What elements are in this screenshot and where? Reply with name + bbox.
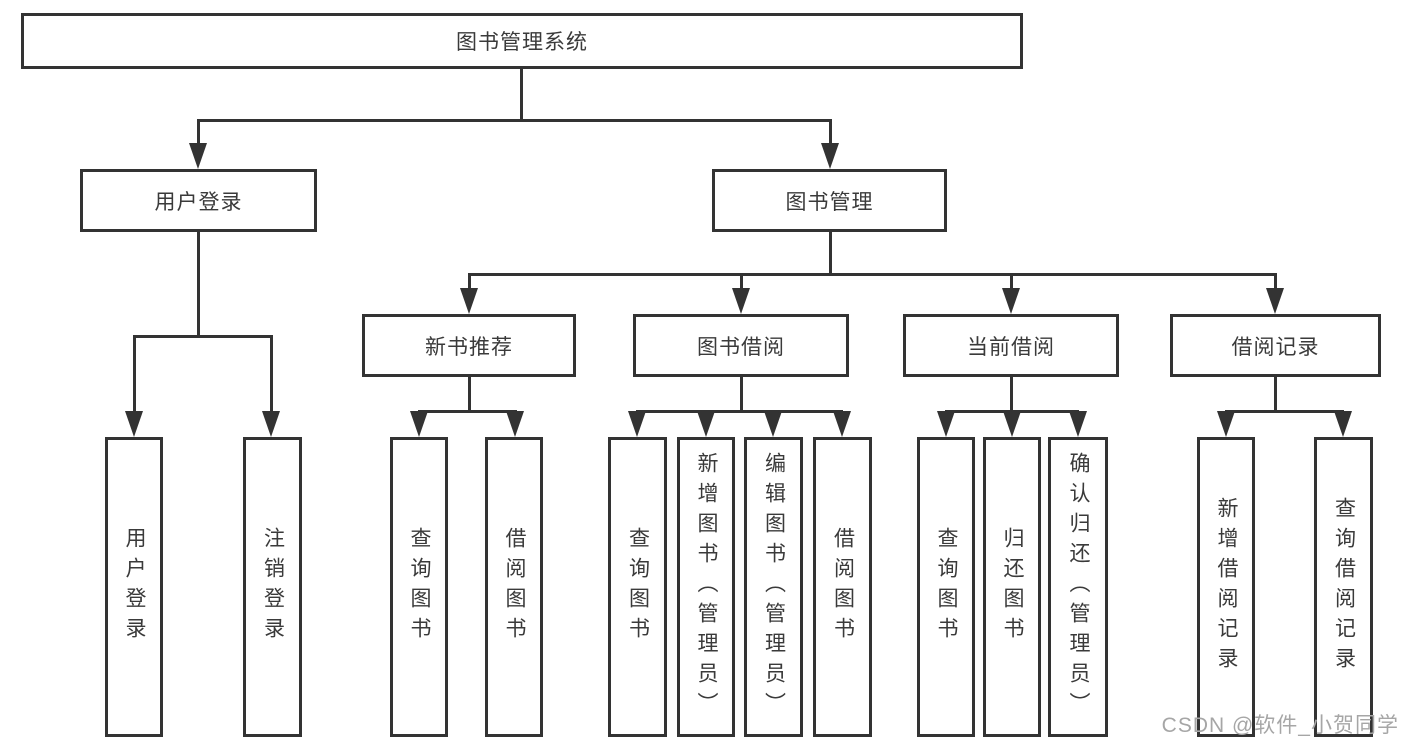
arrow-down-icon [1334,411,1352,437]
arrow-down-icon [821,143,839,169]
node-label: 图书管理系统 [456,31,588,54]
arrow-down-icon [833,411,851,437]
leaf-borrow-query-books: 查询图书 [608,437,667,737]
arrow-down-icon [506,411,524,437]
arrow-down-icon [1003,411,1021,437]
arrow-down-icon [764,411,782,437]
node-book-management: 图书管理 [712,169,947,232]
connector-segment [197,119,200,143]
connector-segment [133,335,273,338]
arrow-down-icon [262,411,280,437]
leaf-logout: 注销登录 [243,437,302,737]
connector-segment [468,273,1277,276]
connector-segment [1274,273,1277,288]
connector-segment [520,69,523,119]
leaf-newbook-query-books: 查询图书 [390,437,448,737]
node-label: 编辑图书（管理员） [762,452,786,722]
node-label: 图书借阅 [697,335,785,359]
connector-segment [740,273,743,288]
connector-segment [636,410,843,413]
node-label: 用户登录 [123,527,146,647]
arrow-down-icon [1069,411,1087,437]
leaf-borrow-edit-books-admin: 编辑图书（管理员） [744,437,803,737]
leaf-current-query-books: 查询图书 [917,437,975,737]
arrow-down-icon [125,411,143,437]
connector-segment [1225,410,1344,413]
leaf-user-login: 用户登录 [105,437,163,737]
node-label: 借阅记录 [1231,335,1320,359]
arrow-down-icon [460,288,478,314]
node-label: 归还图书 [1001,527,1024,647]
node-label: 用户登录 [154,190,243,214]
connector-segment [829,232,832,273]
node-label: 查询图书 [935,527,958,647]
node-new-book-recommendation: 新书推荐 [362,314,576,377]
node-current-borrowing: 当前借阅 [903,314,1119,377]
connector-segment [468,377,471,410]
leaf-records-query-record: 查询借阅记录 [1314,437,1373,737]
node-label: 查询图书 [626,527,650,647]
arrow-down-icon [697,411,715,437]
connector-segment [197,232,200,335]
node-book-borrowing: 图书借阅 [633,314,849,377]
node-label: 当前借阅 [967,335,1055,359]
connector-segment [418,410,517,413]
connector-segment [740,377,743,410]
connector-segment [829,119,832,143]
watermark-text: CSDN @软件_小贺同学 [1161,714,1399,737]
leaf-borrow-add-books-admin: 新增图书（管理员） [677,437,735,737]
leaf-borrow-borrow-books: 借阅图书 [813,437,872,737]
node-label: 图书管理 [785,190,874,214]
arrow-down-icon [1002,288,1020,314]
node-label: 借阅图书 [503,527,526,647]
connector-segment [270,335,273,411]
node-label: 新增借阅记录 [1215,497,1238,677]
arrow-down-icon [189,143,207,169]
arrow-down-icon [937,411,955,437]
arrow-down-icon [1266,288,1284,314]
connector-segment [1010,377,1013,410]
connector-segment [1274,377,1277,410]
arrow-down-icon [732,288,750,314]
leaf-current-confirm-return-admin: 确认归还（管理员） [1048,437,1108,737]
leaf-records-add-record: 新增借阅记录 [1197,437,1255,737]
node-borrowing-records: 借阅记录 [1170,314,1381,377]
node-root: 图书管理系统 [21,13,1023,69]
arrow-down-icon [628,411,646,437]
arrow-down-icon [1217,411,1235,437]
node-label: 查询借阅记录 [1332,497,1356,677]
node-label: 注销登录 [261,527,285,647]
node-label: 确认归还（管理员） [1067,452,1090,722]
connector-segment [468,273,471,288]
connector-segment [197,119,832,122]
node-label: 新增图书（管理员） [695,452,718,722]
connector-segment [1010,273,1013,288]
arrow-down-icon [410,411,428,437]
node-label: 查询图书 [408,527,431,647]
leaf-newbook-borrow-books: 借阅图书 [485,437,543,737]
leaf-current-return-books: 归还图书 [983,437,1041,737]
connector-segment [133,335,136,411]
node-label: 新书推荐 [425,335,513,359]
node-user-login: 用户登录 [80,169,317,232]
node-label: 借阅图书 [831,527,855,647]
